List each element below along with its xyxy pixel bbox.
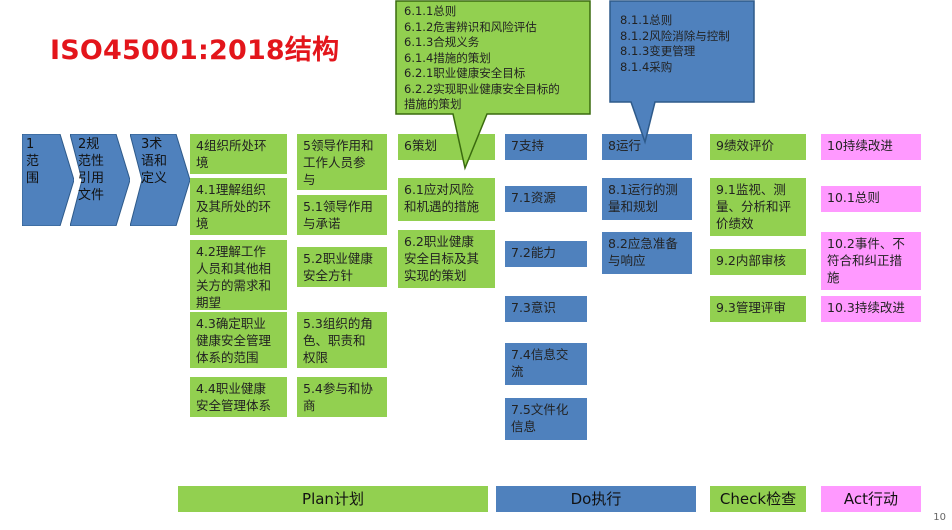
clause-4-1-box: 4.1理解组织 及其所处的环 境 [190, 178, 287, 235]
clause-9-2-box: 9.2内部审核 [710, 249, 806, 275]
chevron-clause-3-label: 3术 语和 定义 [141, 137, 168, 186]
chevron-clause-3 [130, 134, 190, 226]
clause-6-2-box: 6.2职业健康 安全目标及其 实现的策划 [398, 230, 495, 288]
callout-6-text: 6.1.1总则 6.1.2危害辨识和风险评估 6.1.3合规义务 6.1.4措施… [404, 4, 560, 111]
footer-do: Do执行 [496, 486, 696, 512]
clause-10-1-box: 10.1总则 [821, 186, 921, 212]
clause-4-2-box: 4.2理解工作 人员和其他相 关方的需求和 期望 [190, 240, 287, 310]
clause-8-box: 8运行 [602, 134, 692, 160]
footer-act: Act行动 [821, 486, 921, 512]
clause-7-5-box: 7.5文件化 信息 [505, 398, 587, 440]
clause-10-3-box: 10.3持续改进 [821, 296, 921, 322]
clause-5-box: 5领导作用和 工作人员参 与 [297, 134, 387, 190]
clause-9-box: 9绩效评价 [710, 134, 806, 160]
clause-5-2-box: 5.2职业健康 安全方针 [297, 247, 387, 287]
clause-10-2-box: 10.2事件、不 符合和纠正措 施 [821, 232, 921, 290]
clause-7-3-box: 7.3意识 [505, 296, 587, 322]
footer-plan: Plan计划 [178, 486, 488, 512]
clause-5-1-box: 5.1领导作用 与承诺 [297, 195, 387, 235]
clause-4-3-box: 4.3确定职业 健康安全管理 体系的范围 [190, 312, 287, 368]
chevron-clause-2-label: 2规 范性 引用 文件 [78, 137, 105, 203]
clause-5-3-box: 5.3组织的角 色、职责和 权限 [297, 312, 387, 368]
callout-8-shape [609, 0, 755, 145]
clause-7-4-box: 7.4信息交 流 [505, 343, 587, 385]
clause-8-1-box: 8.1运行的测 量和规划 [602, 178, 692, 220]
callout-8-text: 8.1.1总则 8.1.2风险消除与控制 8.1.3变更管理 8.1.4采购 [620, 13, 730, 74]
clause-5-4-box: 5.4参与和协 商 [297, 377, 387, 417]
chevron-clause-1-label: 1 范 围 [26, 137, 40, 186]
chevron-clause-1 [22, 134, 74, 226]
clause-10-box: 10持续改进 [821, 134, 921, 160]
clause-8-2-box: 8.2应急准备 与响应 [602, 232, 692, 274]
footer-check: Check检查 [710, 486, 806, 512]
clause-6-box: 6策划 [398, 134, 495, 160]
clause-9-1-box: 9.1监视、测 量、分析和评 价绩效 [710, 178, 806, 236]
clause-7-2-box: 7.2能力 [505, 241, 587, 267]
clause-7-1-box: 7.1资源 [505, 186, 587, 212]
clause-6-1-box: 6.1应对风险 和机遇的措施 [398, 178, 495, 221]
callout-6-shape [395, 0, 591, 171]
clause-4-box: 4组织所处环 境 [190, 134, 287, 174]
clause-9-3-box: 9.3管理评审 [710, 296, 806, 322]
clause-7-box: 7支持 [505, 134, 587, 160]
chevron-clause-2 [70, 134, 130, 226]
page-title: ISO45001:2018结构 [50, 35, 340, 66]
page-number: 10 [933, 512, 946, 523]
clause-4-4-box: 4.4职业健康 安全管理体系 [190, 377, 287, 417]
